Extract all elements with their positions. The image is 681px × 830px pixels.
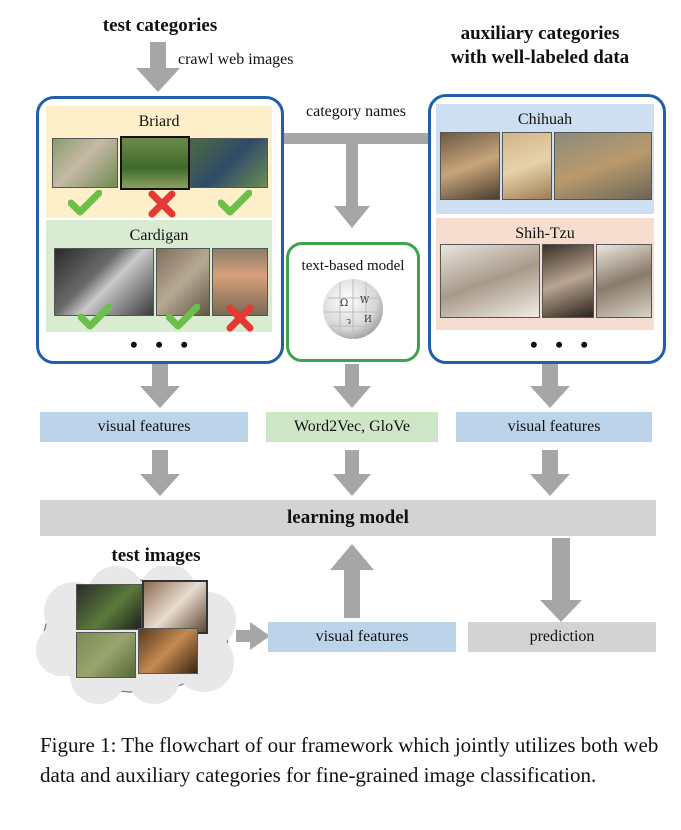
check-icon xyxy=(166,304,200,330)
shih-tzu-photo-2 xyxy=(542,244,594,318)
shih-tzu-photo-3 xyxy=(596,244,652,318)
word2vec-to-learning-arrow xyxy=(333,450,371,496)
briard-photo-2 xyxy=(120,136,190,190)
text-model-label: text-based model xyxy=(301,258,405,274)
figure-caption: Figure 1: The flowchart of our framework… xyxy=(40,733,659,787)
briard-photo-1 xyxy=(52,138,118,188)
vf-right-to-learning-arrow xyxy=(530,450,570,496)
test-categories-box xyxy=(36,96,284,364)
learning-to-prediction-arrow xyxy=(540,538,582,622)
check-icon xyxy=(68,190,102,216)
prediction-band: prediction xyxy=(468,622,656,652)
svg-text:Ω: Ω xyxy=(340,298,348,309)
test-to-features-arrow xyxy=(140,364,180,408)
crawl-arrow xyxy=(136,42,180,92)
category-names-connector xyxy=(282,133,430,144)
briard-label: Briard xyxy=(138,113,180,130)
test-more-dots: • • • xyxy=(130,332,195,357)
category-names-label: category names xyxy=(306,103,406,120)
vf-bottom-up-arrow xyxy=(330,544,374,618)
model-to-features-arrow xyxy=(333,364,371,408)
test-images-title: test images xyxy=(111,545,201,566)
auxiliary-categories-box xyxy=(428,94,666,364)
chihuahua-photo-1 xyxy=(440,132,500,200)
chihuahua-photo-3 xyxy=(554,132,652,200)
visual-features-left-band: visual features xyxy=(40,412,248,442)
test-image-1 xyxy=(76,584,142,630)
shih-tzu-photo-1 xyxy=(440,244,540,318)
wikipedia-globe-icon: Ω W ว И xyxy=(323,279,383,339)
aux-more-dots: • • • xyxy=(530,332,595,357)
chihuahua-photo-2 xyxy=(502,132,552,200)
learning-model-band: learning model xyxy=(40,500,656,536)
text-model-box xyxy=(286,242,420,362)
visual-features-bottom-band: visual features xyxy=(268,622,456,652)
cloud-to-features-arrow xyxy=(236,622,270,650)
auxiliary-subtitle: with well-labeled data xyxy=(450,47,630,68)
check-icon xyxy=(218,190,252,216)
shih-tzu-label: Shih-Tzu xyxy=(515,225,575,242)
aux-to-features-arrow xyxy=(530,364,570,408)
cardigan-photo-2 xyxy=(156,248,210,316)
svg-text:ว: ว xyxy=(346,317,351,327)
crawl-label: crawl web images xyxy=(178,51,294,68)
vf-left-to-learning-arrow xyxy=(140,450,180,496)
word2vec-glove-band: Word2Vec, GloVe xyxy=(266,412,438,442)
cross-icon xyxy=(148,190,176,218)
test-categories-title: test categories xyxy=(102,15,218,36)
briard-photo-3 xyxy=(190,138,268,188)
auxiliary-title: auxiliary categories xyxy=(460,23,620,44)
category-names-down-arrow xyxy=(334,139,370,228)
svg-text:И: И xyxy=(364,315,372,325)
cardigan-label: Cardigan xyxy=(129,227,189,244)
visual-features-right-band: visual features xyxy=(456,412,652,442)
check-icon xyxy=(78,304,112,330)
cardigan-photo-3 xyxy=(212,248,268,316)
chihuahua-label: Chihuah xyxy=(517,111,573,128)
test-image-2 xyxy=(142,580,208,634)
test-image-3 xyxy=(76,632,136,678)
svg-text:W: W xyxy=(360,296,370,306)
cross-icon xyxy=(226,304,254,332)
cardigan-photo-1 xyxy=(54,248,154,316)
test-image-4 xyxy=(138,628,198,674)
